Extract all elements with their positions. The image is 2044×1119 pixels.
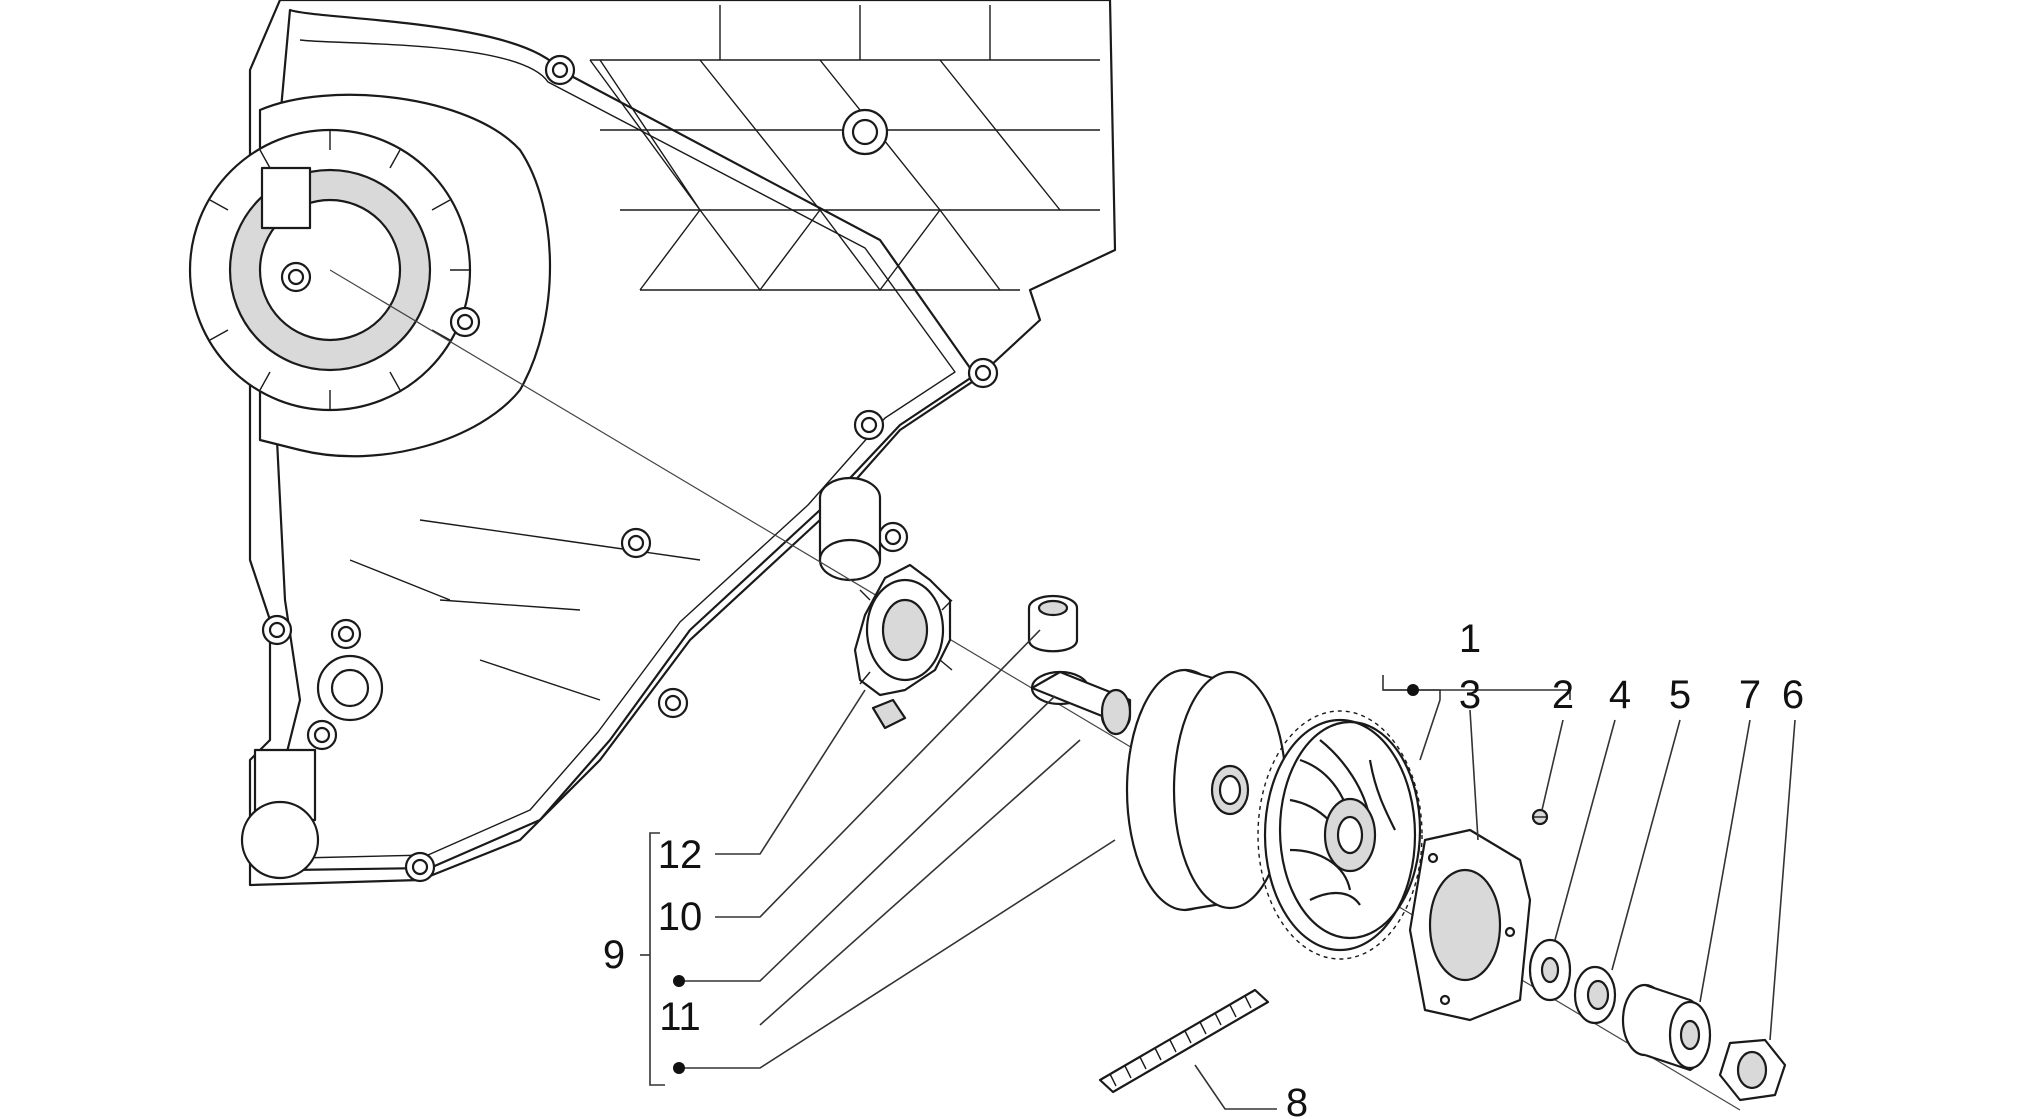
callout-3: 3 bbox=[1459, 673, 1481, 717]
callout-11: 11 bbox=[659, 995, 701, 1039]
centering-bushing bbox=[1621, 983, 1712, 1072]
crankcase-housing bbox=[188, 0, 1117, 887]
callout-6: 6 bbox=[1782, 673, 1804, 717]
leader-lines bbox=[640, 629, 1796, 1110]
woodruff-key bbox=[871, 698, 907, 730]
fixed-half-pulley bbox=[1125, 668, 1288, 912]
belleville-washer bbox=[1573, 965, 1617, 1025]
callout-9: 9 bbox=[603, 933, 625, 977]
roller-guide-plate bbox=[853, 563, 953, 697]
plain-washer bbox=[1528, 938, 1572, 1002]
small-bushing bbox=[1027, 594, 1079, 653]
drive-belt bbox=[1098, 988, 1270, 1094]
callout-7: 7 bbox=[1739, 673, 1761, 717]
cooling-fan-gear bbox=[1257, 710, 1423, 960]
callout-4: 4 bbox=[1609, 673, 1631, 717]
callout-10: 10 bbox=[658, 895, 703, 939]
callout-8: 8 bbox=[1286, 1081, 1308, 1119]
thrust-plate bbox=[1408, 828, 1532, 1022]
callout-5: 5 bbox=[1669, 673, 1691, 717]
spacer-sleeve bbox=[1030, 670, 1132, 736]
callout-1: 1 bbox=[1459, 617, 1481, 661]
callout-labels: 1 2 3 4 5 6 7 8 9 10 11 12 bbox=[603, 617, 1804, 1119]
small-screw bbox=[1531, 808, 1549, 826]
hex-nut bbox=[1718, 1038, 1787, 1102]
leader-dots bbox=[673, 684, 1419, 1074]
callout-2: 2 bbox=[1552, 673, 1574, 717]
callout-12: 12 bbox=[658, 833, 703, 877]
